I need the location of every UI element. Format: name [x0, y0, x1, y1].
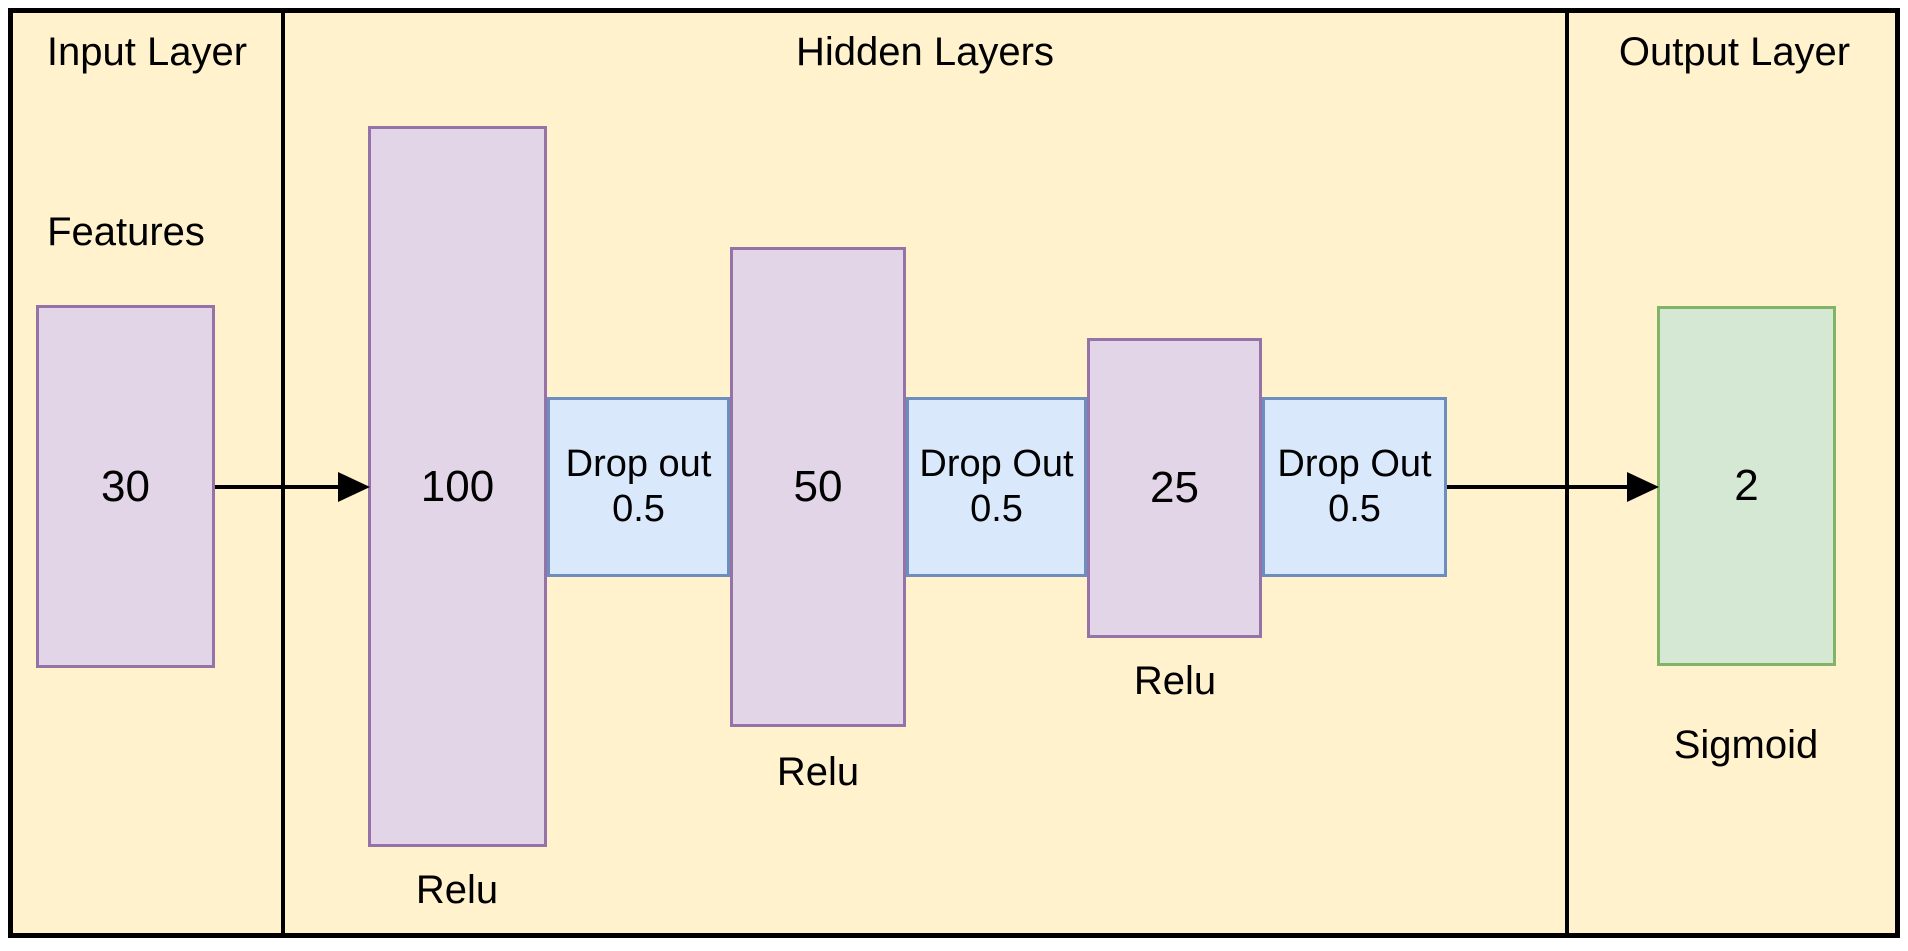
dropout-1-label: Drop out [565, 443, 712, 486]
dropout-1-rate: 0.5 [612, 488, 665, 530]
divider-input-hidden [281, 8, 285, 938]
relu-label-25: Relu [1133, 659, 1217, 703]
dropout-box-1: Drop out 0.5 [547, 397, 730, 577]
input-node-30-value: 30 [101, 461, 150, 511]
dropout-2-label: Drop Out [919, 443, 1074, 486]
dropout-2-rate: 0.5 [970, 488, 1023, 530]
output-node-2-value: 2 [1734, 461, 1759, 510]
dropout-3-label: Drop Out [1277, 443, 1432, 486]
dropout-3-rate: 0.5 [1328, 488, 1381, 530]
features-label: Features [47, 210, 205, 254]
hidden-node-50: 50 [730, 247, 906, 727]
relu-label-50: Relu [776, 750, 860, 794]
arrowhead-hidden-to-output-icon [1627, 472, 1659, 502]
hidden-node-25-value: 25 [1150, 463, 1199, 512]
sigmoid-label: Sigmoid [1673, 723, 1819, 767]
input-node-30: 30 [36, 305, 215, 668]
hidden-node-50-value: 50 [793, 462, 843, 511]
arrowhead-input-to-hidden-icon [338, 472, 370, 502]
divider-hidden-output [1565, 8, 1569, 938]
hidden-node-25: 25 [1087, 338, 1262, 638]
hidden-layers-title: Hidden Layers [796, 30, 1054, 74]
dropout-box-2: Drop Out 0.5 [906, 397, 1087, 577]
arrow-hidden-to-output [1447, 485, 1629, 489]
relu-label-100: Relu [415, 868, 499, 912]
input-layer-title: Input Layer [46, 30, 248, 74]
arrow-input-to-hidden [215, 485, 341, 489]
hidden-node-100-value: 100 [420, 461, 495, 511]
output-layer-title: Output Layer [1618, 30, 1851, 74]
output-node-2: 2 [1657, 306, 1836, 666]
dropout-box-3: Drop Out 0.5 [1262, 397, 1447, 577]
hidden-node-100: 100 [368, 126, 547, 847]
